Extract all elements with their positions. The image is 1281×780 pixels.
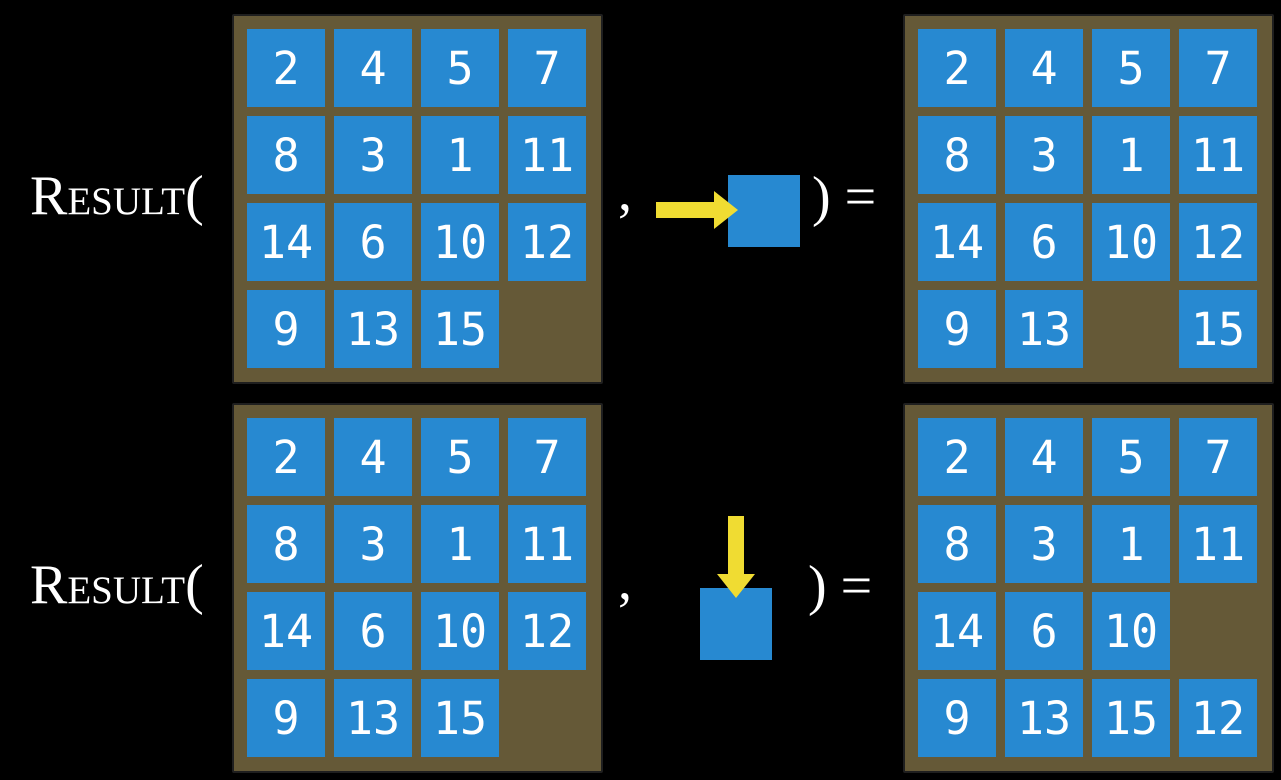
tile-5: 5 bbox=[1092, 418, 1170, 496]
empty-cell bbox=[508, 290, 586, 368]
result-function-label: Result( bbox=[30, 165, 204, 227]
tile-14: 14 bbox=[247, 203, 325, 281]
empty-cell bbox=[1092, 290, 1170, 368]
tile-4: 4 bbox=[334, 418, 412, 496]
tile-5: 5 bbox=[421, 29, 499, 107]
tile-12: 12 bbox=[1179, 679, 1257, 757]
tile-11: 11 bbox=[508, 116, 586, 194]
tile-7: 7 bbox=[1179, 29, 1257, 107]
tile-4: 4 bbox=[334, 29, 412, 107]
tile-1: 1 bbox=[1092, 116, 1170, 194]
tile-3: 3 bbox=[334, 505, 412, 583]
tile-10: 10 bbox=[421, 203, 499, 281]
close-paren-equals: ) = bbox=[812, 166, 877, 228]
tile-10: 10 bbox=[421, 592, 499, 670]
tile-3: 3 bbox=[1005, 116, 1083, 194]
tile-8: 8 bbox=[918, 116, 996, 194]
tile-9: 9 bbox=[918, 290, 996, 368]
tile-4: 4 bbox=[1005, 29, 1083, 107]
tile-6: 6 bbox=[1005, 203, 1083, 281]
tile-6: 6 bbox=[1005, 592, 1083, 670]
tile-5: 5 bbox=[421, 418, 499, 496]
result-function-label: Result( bbox=[30, 554, 204, 616]
action-blank-tile bbox=[700, 588, 772, 660]
right-arrow-icon bbox=[656, 191, 738, 229]
tile-2: 2 bbox=[918, 29, 996, 107]
tile-1: 1 bbox=[421, 505, 499, 583]
tile-13: 13 bbox=[1005, 290, 1083, 368]
empty-cell bbox=[508, 679, 586, 757]
tile-3: 3 bbox=[334, 116, 412, 194]
tile-5: 5 bbox=[1092, 29, 1170, 107]
tile-10: 10 bbox=[1092, 203, 1170, 281]
tile-9: 9 bbox=[918, 679, 996, 757]
tile-13: 13 bbox=[334, 679, 412, 757]
tile-15: 15 bbox=[421, 290, 499, 368]
tile-12: 12 bbox=[508, 203, 586, 281]
action-blank-tile bbox=[728, 175, 800, 247]
tile-14: 14 bbox=[247, 592, 325, 670]
tile-6: 6 bbox=[334, 592, 412, 670]
tile-6: 6 bbox=[334, 203, 412, 281]
tile-8: 8 bbox=[918, 505, 996, 583]
tile-9: 9 bbox=[247, 290, 325, 368]
tile-12: 12 bbox=[1179, 203, 1257, 281]
tile-13: 13 bbox=[334, 290, 412, 368]
tile-11: 11 bbox=[1179, 505, 1257, 583]
tile-1: 1 bbox=[421, 116, 499, 194]
tile-8: 8 bbox=[247, 116, 325, 194]
tile-3: 3 bbox=[1005, 505, 1083, 583]
comma-separator: , bbox=[618, 161, 632, 223]
tile-15: 15 bbox=[1092, 679, 1170, 757]
tile-10: 10 bbox=[1092, 592, 1170, 670]
tile-15: 15 bbox=[421, 679, 499, 757]
tile-2: 2 bbox=[247, 418, 325, 496]
down-arrow-icon bbox=[717, 516, 755, 598]
tile-8: 8 bbox=[247, 505, 325, 583]
tile-4: 4 bbox=[1005, 418, 1083, 496]
tile-2: 2 bbox=[247, 29, 325, 107]
tile-7: 7 bbox=[1179, 418, 1257, 496]
tile-14: 14 bbox=[918, 203, 996, 281]
tile-1: 1 bbox=[1092, 505, 1170, 583]
empty-cell bbox=[1179, 592, 1257, 670]
tile-14: 14 bbox=[918, 592, 996, 670]
tile-11: 11 bbox=[1179, 116, 1257, 194]
tile-2: 2 bbox=[918, 418, 996, 496]
comma-separator: , bbox=[618, 550, 632, 612]
tile-13: 13 bbox=[1005, 679, 1083, 757]
tile-9: 9 bbox=[247, 679, 325, 757]
close-paren-equals: ) = bbox=[808, 555, 873, 617]
tile-7: 7 bbox=[508, 29, 586, 107]
tile-12: 12 bbox=[508, 592, 586, 670]
tile-15: 15 bbox=[1179, 290, 1257, 368]
tile-7: 7 bbox=[508, 418, 586, 496]
tile-11: 11 bbox=[508, 505, 586, 583]
